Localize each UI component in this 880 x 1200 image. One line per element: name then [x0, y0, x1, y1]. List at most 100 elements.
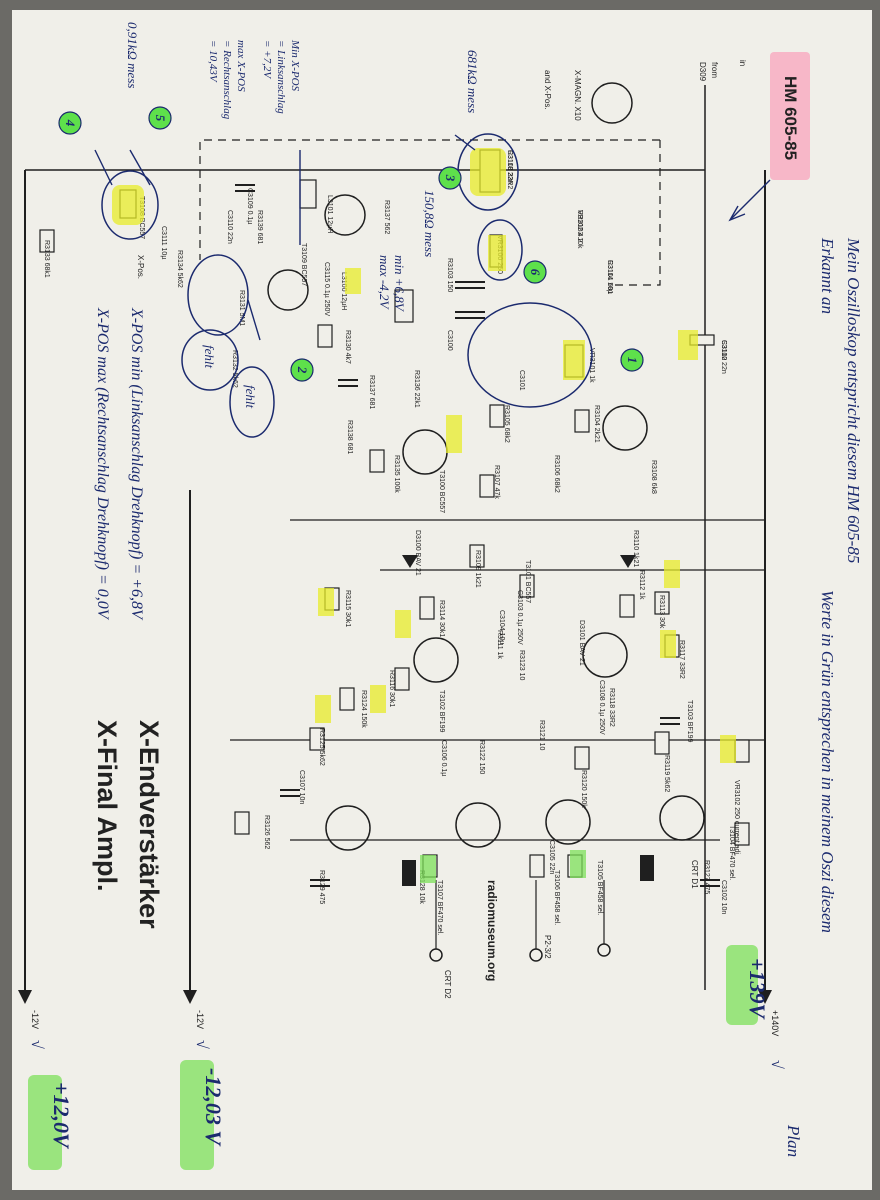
diode-d3100[interactable]	[620, 555, 636, 568]
component-label: T3103 BF199	[686, 700, 693, 743]
inductor-l3100[interactable]	[640, 855, 654, 881]
marker-1-label: 1	[625, 357, 640, 364]
component-label: R3117 33R2	[678, 640, 685, 679]
inductor-l3101[interactable]	[402, 860, 416, 886]
xpos-min-1: Min X-POS	[289, 39, 301, 92]
resistor-r3135[interactable]	[317, 324, 333, 348]
resistor-r3125[interactable]	[309, 727, 325, 751]
component-label: R3137 562	[383, 200, 390, 234]
model-badge: HM 605-85	[781, 76, 800, 160]
xpos-max-2: = Rechtsanschlag	[221, 40, 233, 120]
arrow-plus140	[758, 990, 772, 1004]
capacitors	[235, 184, 720, 887]
check-mark-1: √	[768, 1060, 785, 1069]
component-label: C3109 0.1µ	[246, 188, 253, 224]
resistor-r3110[interactable]	[469, 544, 485, 568]
resistor-r3117[interactable]	[394, 667, 410, 691]
diode-d3101[interactable]	[402, 555, 418, 568]
highlight-r3100	[678, 330, 698, 360]
transistor-t3100[interactable]	[602, 405, 648, 451]
component-label: L3101 12µH	[326, 195, 333, 233]
transistor-t3103[interactable]	[413, 637, 459, 683]
highlight-r3103	[488, 235, 506, 271]
transistor-t3106[interactable]	[455, 802, 501, 848]
label-x-magn: X-MAGN. X10	[573, 70, 582, 121]
transistor-t3102[interactable]	[582, 632, 628, 678]
highlight-r3117	[370, 685, 386, 713]
resistor-r3139[interactable]	[369, 449, 385, 473]
resistor-r3119[interactable]	[734, 739, 750, 763]
highlight-r3116	[318, 588, 334, 616]
marker-3-label: 3	[443, 174, 458, 182]
component-label: R3107 47k	[493, 465, 500, 499]
highlights	[28, 148, 758, 1170]
min-max-2: max -4,2V	[377, 255, 392, 310]
component-label: R3121 10	[538, 720, 545, 750]
resistor-r3115[interactable]	[419, 596, 435, 620]
resistor-r3121[interactable]	[574, 746, 590, 770]
transistor-t3105[interactable]	[545, 799, 591, 845]
resistor-r3114[interactable]	[654, 591, 670, 615]
component-label: R3118 33R2	[608, 688, 615, 727]
component-label: R3127 475	[703, 860, 710, 894]
resistor-r3138[interactable]	[39, 229, 55, 253]
watermark: radiomuseum.org	[485, 880, 499, 981]
component-label: R3122 150	[478, 740, 485, 774]
arrow-minus12-bottom	[18, 990, 32, 1004]
component-label: R3130 4k7	[344, 330, 351, 364]
resistor-r3108[interactable]	[479, 474, 495, 498]
resistor-r3105[interactable]	[574, 409, 590, 433]
resistor-r3109[interactable]	[519, 574, 535, 598]
component-label: T3106 BF458 sel.	[553, 870, 560, 925]
input-connector-circle[interactable]	[591, 82, 633, 124]
transistor-t3104[interactable]	[659, 795, 705, 841]
fehlt-1: fehlt	[202, 345, 217, 368]
component-label: R3106 68k2	[553, 455, 560, 493]
component-label: R3123 10	[518, 650, 525, 680]
resistor-r3120[interactable]	[654, 731, 670, 755]
xpos-max-rot: X-POS max (Rechtsanschlag Drehknopf) = 0…	[94, 307, 111, 621]
label-supply-pos: +140V	[770, 1010, 780, 1036]
label-crt-d2: CRT D2	[443, 970, 452, 999]
component-label: R3116 30k1	[388, 670, 395, 707]
marker-5-label: 5	[153, 115, 168, 122]
marker-2	[290, 358, 314, 382]
r-mess-5: 0,91kΩ mess	[125, 22, 140, 88]
component-label: T3105 BF458 sel.	[596, 860, 603, 915]
handwritten-layer: 1 2 3 4 5 6 Mein Oszilloskop entspricht …	[28, 22, 863, 1170]
transistor-t3109[interactable]	[267, 269, 309, 311]
component-label: C3106 0.1µ	[440, 740, 447, 776]
component-label: R3114 30k1	[438, 600, 445, 637]
resistor-r3132[interactable]	[299, 179, 317, 209]
component-label: C3105 22n	[548, 840, 555, 874]
component-label: T3102 BF199	[438, 690, 445, 733]
r-mess-6: 681kΩ mess	[465, 50, 480, 113]
highlight-meas-neg-bottom	[28, 1075, 62, 1170]
xpos-max-1: max X-POS	[235, 40, 247, 92]
component-label: R3109 1k21	[474, 550, 481, 588]
resistor-r3128[interactable]	[529, 854, 545, 878]
resistor-r3106[interactable]	[489, 404, 505, 428]
circle-fehlt-2	[229, 366, 275, 438]
title-x-endverstaerker: X-Endverstärker	[134, 720, 164, 929]
marker-1	[620, 348, 644, 372]
resistor-r3126[interactable]	[734, 822, 750, 846]
component-label: R3105 68k2	[503, 405, 510, 443]
xpos-min-3: = +7,2V	[261, 40, 273, 79]
highlight-r3115	[395, 610, 411, 638]
component-label: T3104 BF470 sel.	[728, 825, 735, 880]
resistor-r3113[interactable]	[619, 594, 635, 618]
component-label: R3112 1k	[638, 570, 645, 600]
resistor-r3124[interactable]	[339, 687, 355, 711]
resistor-r3130[interactable]	[394, 289, 414, 323]
transistor-t3107[interactable]	[325, 805, 371, 851]
marker-2-label: 2	[295, 366, 310, 374]
meas-neg-top: -12,03 V	[201, 1068, 226, 1147]
transistor-t3108[interactable]	[324, 194, 366, 236]
component-label: R3129 475	[318, 870, 325, 904]
component-label: R3101 681	[606, 260, 613, 294]
resistor-r3137[interactable]	[234, 811, 250, 835]
label-in: in	[738, 60, 747, 66]
component-label: C3115 0.1µ 250V	[323, 262, 330, 316]
